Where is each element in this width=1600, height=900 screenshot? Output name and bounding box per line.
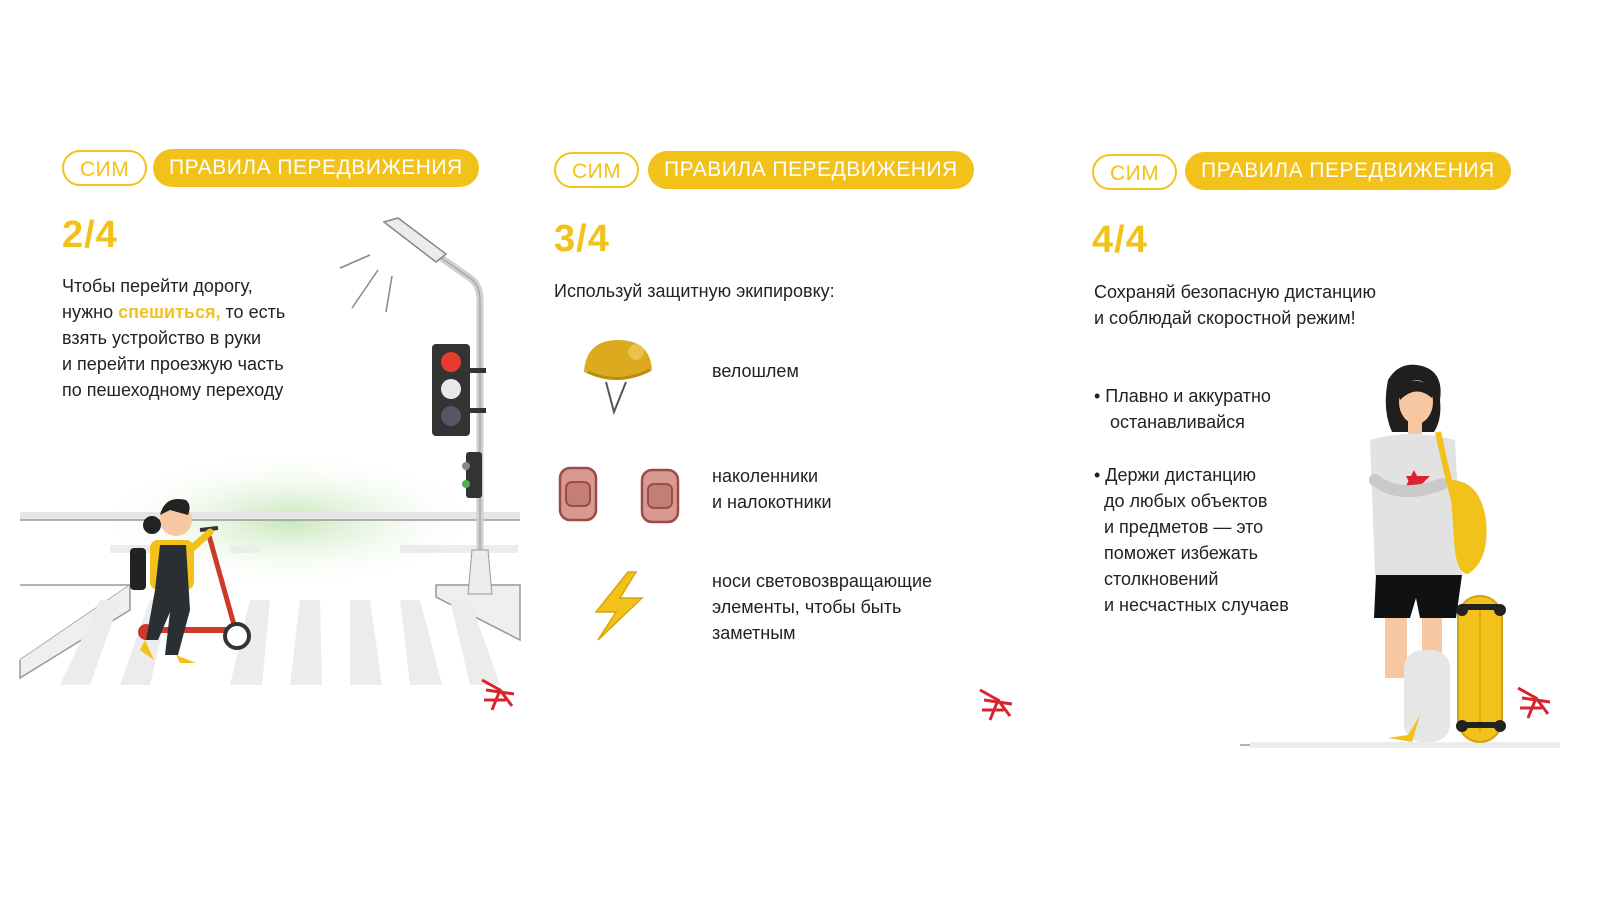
logo-icon bbox=[481, 678, 515, 711]
helmet-icon bbox=[584, 340, 652, 416]
bullet-line: • Держи дистанцию bbox=[1094, 465, 1257, 485]
tag-rules: ПРАВИЛА ПЕРЕДВИЖЕНИЯ bbox=[648, 151, 974, 189]
tag-sim: СИМ bbox=[62, 150, 148, 186]
intro-line: и соблюдай скоростной режим! bbox=[1094, 308, 1356, 328]
item-helmet-label: велошлем bbox=[712, 358, 799, 384]
intro-text: Используй защитную экипировку: bbox=[554, 281, 835, 301]
text-line: взять устройство в руки bbox=[62, 328, 262, 348]
text-prefix: нужно bbox=[62, 302, 119, 322]
crossing-illustration bbox=[19, 217, 521, 711]
logo-icon bbox=[979, 688, 1013, 721]
step-counter: 2/4 bbox=[62, 214, 118, 256]
step-counter: 3/4 bbox=[554, 218, 610, 260]
traffic-light-icon bbox=[432, 344, 486, 498]
bullet-line: • Плавно и аккуратно bbox=[1094, 386, 1271, 406]
bullet-line: поможет избежать bbox=[1104, 543, 1258, 563]
bullet-line: и предметов — это bbox=[1104, 517, 1264, 537]
tag-rules: ПРАВИЛА ПЕРЕДВИЖЕНИЯ bbox=[1185, 152, 1511, 190]
panel-step-3: СИМ ПРАВИЛА ПЕРЕДВИЖЕНИЯ 3/4 Используй з… bbox=[540, 0, 1070, 900]
panel-step-2: СИМ ПРАВИЛА ПЕРЕДВИЖЕНИЯ 2/4 Чтобы перей… bbox=[0, 0, 540, 900]
lightning-icon bbox=[594, 571, 644, 641]
bullet-line: и несчастных случаев bbox=[1104, 595, 1289, 615]
knee-pads-icon bbox=[558, 466, 680, 524]
item-line: элементы, чтобы быть bbox=[712, 597, 902, 617]
person-with-skateboard-icon bbox=[1369, 364, 1506, 743]
text-line: по пешеходному переходу bbox=[62, 380, 284, 400]
logo-icon bbox=[1517, 686, 1551, 719]
item-reflective-label: носи световозвращающие элементы, чтобы б… bbox=[712, 568, 932, 646]
bullet-line: до любых объектов bbox=[1104, 491, 1268, 511]
tag-sim: СИМ bbox=[1092, 154, 1178, 190]
item-pads-label: наколенники и налокотники bbox=[712, 463, 832, 515]
item-line: велошлем bbox=[712, 361, 799, 381]
rule-text: Чтобы перейти дорогу, нужно спешиться, т… bbox=[62, 273, 362, 403]
item-line: заметным bbox=[712, 623, 796, 643]
bullet-line: столкновений bbox=[1104, 569, 1219, 589]
highlight-word: спешиться, bbox=[118, 302, 221, 322]
text-line: и перейти проезжую часть bbox=[62, 354, 284, 374]
equipment-illustration bbox=[558, 340, 1013, 721]
tag-rules: ПРАВИЛА ПЕРЕДВИЖЕНИЯ bbox=[153, 149, 479, 187]
bullet-2: • Держи дистанцию до любых объектов и пр… bbox=[1094, 462, 1289, 618]
item-line: и налокотники bbox=[712, 492, 832, 512]
text-line: нужно спешиться, то есть bbox=[62, 299, 362, 325]
step-counter: 4/4 bbox=[1092, 219, 1148, 261]
girl-with-scooter-icon bbox=[130, 499, 251, 663]
text-suffix: то есть bbox=[225, 302, 286, 322]
text-line: Чтобы перейти дорогу, bbox=[62, 276, 253, 296]
bullet-line: останавливайся bbox=[1110, 412, 1245, 432]
intro-line: Сохраняй безопасную дистанцию bbox=[1094, 282, 1376, 302]
bullet-1: • Плавно и аккуратно останавливайся bbox=[1094, 383, 1271, 435]
intro-text: Сохраняй безопасную дистанцию и соблюдай… bbox=[1094, 279, 1376, 331]
skater-illustration bbox=[1240, 364, 1560, 748]
item-line: наколенники bbox=[712, 466, 819, 486]
item-line: носи световозвращающие bbox=[712, 571, 933, 591]
panel-step-4: СИМ ПРАВИЛА ПЕРЕДВИЖЕНИЯ 4/4 Сохраняй бе… bbox=[1070, 0, 1600, 900]
tag-sim: СИМ bbox=[554, 152, 640, 188]
